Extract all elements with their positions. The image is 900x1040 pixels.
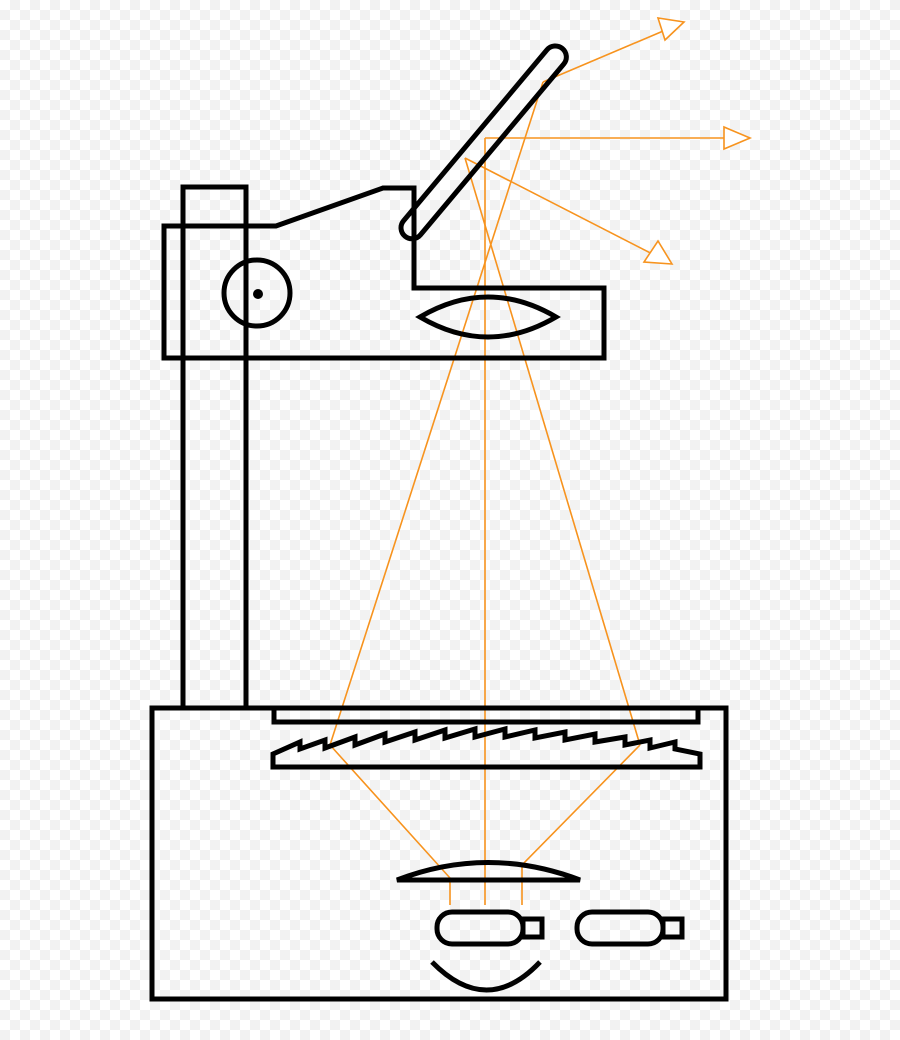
fresnel-lens <box>270 725 703 770</box>
condenser-lens <box>396 860 581 883</box>
ray-reflected-bottom <box>464 157 669 263</box>
lamp-bulb[interactable] <box>434 909 526 947</box>
lamp-socket <box>520 916 545 940</box>
ray-reflected-top <box>542 22 683 83</box>
light-rays <box>329 17 753 905</box>
base-housing <box>149 705 729 1002</box>
knob-center-dot <box>253 289 263 299</box>
spare-lamp-bulb[interactable] <box>574 909 666 947</box>
ray-upper-right <box>464 157 641 746</box>
arrowhead-middle <box>723 125 753 151</box>
reflector <box>430 960 542 993</box>
projector-head <box>161 185 607 361</box>
ray-upper-left <box>329 81 544 746</box>
arrowhead-top <box>656 17 686 42</box>
projection-lens <box>415 294 561 340</box>
glass-stage <box>271 710 701 725</box>
spare-lamp-socket <box>660 916 685 940</box>
arrowhead-bottom <box>642 239 674 265</box>
rotation-knob[interactable] <box>221 257 293 329</box>
tilted-mirror[interactable] <box>397 41 571 243</box>
